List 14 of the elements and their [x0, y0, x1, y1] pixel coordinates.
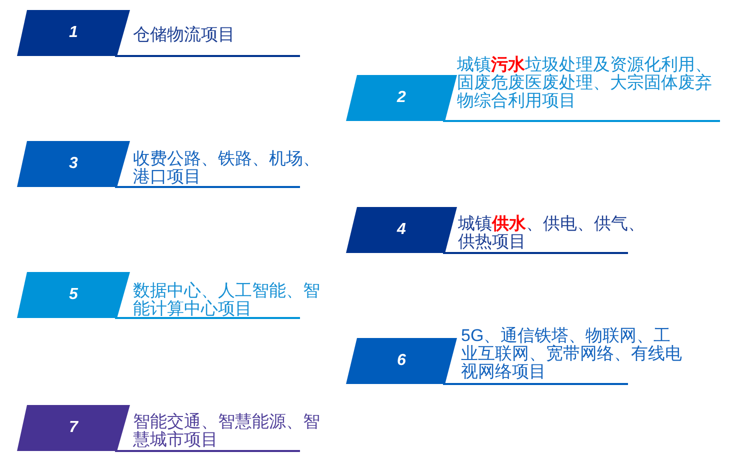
- item-description: 城镇供水、供电、供气、供热项目: [458, 215, 646, 251]
- number-tab: 5: [17, 272, 130, 318]
- number-tab: 3: [17, 141, 130, 187]
- item-description: 数据中心、人工智能、智能计算中心项目: [133, 282, 321, 318]
- number-tab: 4: [346, 207, 457, 253]
- item-description: 仓储物流项目: [133, 26, 236, 44]
- item-description: 收费公路、铁路、机场、港口项目: [133, 150, 321, 186]
- item-description: 城镇污水垃圾处理及资源化利用、固废危废医废处理、大宗固体废弃物综合利用项目: [457, 56, 713, 110]
- number-tab: 2: [346, 75, 457, 121]
- item-description: 5G、通信铁塔、物联网、工业互联网、宽带网络、有线电视网络项目: [461, 327, 683, 381]
- item-description: 智能交通、智慧能源、智慧城市项目: [133, 413, 321, 449]
- number-tab: 7: [17, 405, 130, 451]
- number-tab: 6: [346, 338, 457, 384]
- number-tab: 1: [17, 10, 130, 56]
